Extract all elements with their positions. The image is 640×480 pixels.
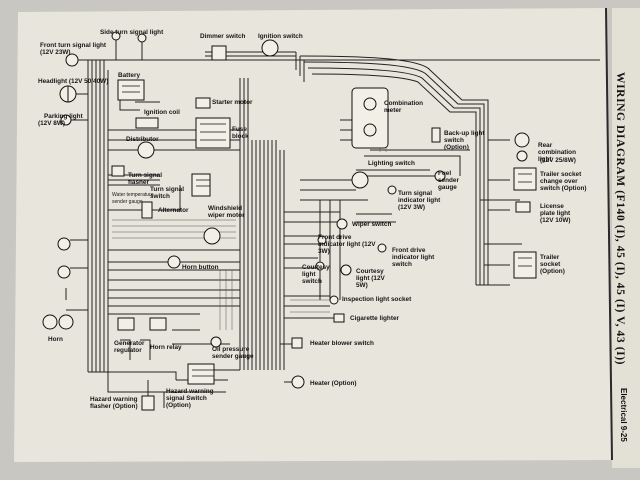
label-turn-signal-switch: Turn signal switch: [150, 186, 184, 200]
label-alternator: Alternator: [158, 207, 189, 214]
label-courtesy-light-switch: Courtesy light switch: [302, 264, 330, 285]
label-generator-regulator: Generator regulator: [114, 340, 145, 354]
label-parking-light-spec: (12V 8W): [38, 120, 65, 127]
label-front-drive-indicator: Front drive indicator light (12V 3W): [318, 234, 376, 255]
label-oil-pressure-gauge: Oil pressure sender gauge: [212, 346, 254, 360]
label-water-temp-gauge: Water temperature sender gauge: [112, 192, 154, 205]
label-fuel-sender-gauge: Fuel sender gauge: [438, 170, 459, 191]
page-title-text: WIRING DIAGRAM (F140 (I), 45 (I), 45 (I)…: [614, 72, 626, 366]
label-trailer-socket-switch: Trailer socket change over switch (Optio…: [540, 171, 587, 192]
label-horn-button: Horn button: [182, 264, 219, 271]
label-hazard-switch: Hazard warning signal Switch (Option): [166, 388, 214, 409]
label-hazard-flasher: Hazard warning flasher (Option): [90, 396, 138, 410]
page-title: WIRING DIAGRAM (F140 (I), 45 (I), 45 (I)…: [608, 72, 628, 372]
label-wiper-switch: Wiper switch: [352, 221, 392, 228]
label-heater: Heater (Option): [310, 380, 357, 387]
label-lighting-switch: Lighting switch: [368, 160, 415, 167]
label-trailer-socket: Trailer socket (Option): [540, 254, 565, 275]
label-side-turn-signal-light: Side turn signal light: [100, 29, 164, 36]
label-dimmer-switch: Dimmer switch: [200, 33, 246, 40]
label-distributor: Distributor: [126, 136, 159, 143]
label-inspection-light-socket: Inspection light socket: [342, 296, 412, 303]
label-battery: Battery: [118, 72, 141, 79]
label-backup-light-switch: Back-up light switch (Option): [444, 130, 485, 151]
label-heater-blower-switch: Heater blower switch: [310, 340, 374, 347]
label-cigarette-lighter: Cigarette lighter: [350, 315, 400, 322]
label-front-drive-indicator-switch: Front drive indicator light switch: [392, 247, 435, 268]
label-parking-light: Parking light: [44, 113, 83, 120]
label-fuse-block: Fuse block: [232, 126, 249, 140]
label-rear-combination-spec: (12V 25/8W): [540, 157, 576, 164]
label-windshield-wiper-motor: Windshield wiper motor: [208, 205, 245, 219]
label-license-plate-spec: (12V 10W): [540, 217, 571, 224]
label-starter-motor: Starter motor: [212, 99, 253, 106]
label-headlight: Headlight (12V 50/40W): [38, 78, 109, 85]
label-horn-relay: Horn relay: [150, 344, 182, 351]
page-footer-text: Electrical 9-25: [619, 388, 628, 442]
page-footer: Electrical 9-25: [614, 388, 634, 468]
label-horn: Horn: [48, 336, 63, 343]
label-ignition-switch: Ignition switch: [258, 33, 303, 40]
label-rear-combination-light: Rear combination light: [538, 142, 576, 163]
label-front-turn-signal-spec: (12V 23W): [40, 49, 71, 56]
label-combination-meter: Combination meter: [384, 100, 424, 114]
label-front-turn-signal-light: Front turn signal light: [40, 42, 107, 49]
label-ignition-coil: Ignition coil: [144, 109, 180, 116]
label-license-plate-light: License plate light: [540, 203, 571, 217]
label-turn-signal-indicator: Turn signal indicator light (12V 3W): [398, 190, 441, 211]
label-turn-signal-flasher: Turn signal flasher: [128, 172, 162, 186]
label-courtesy-light: Courtesy light (12V 5W): [356, 268, 385, 289]
